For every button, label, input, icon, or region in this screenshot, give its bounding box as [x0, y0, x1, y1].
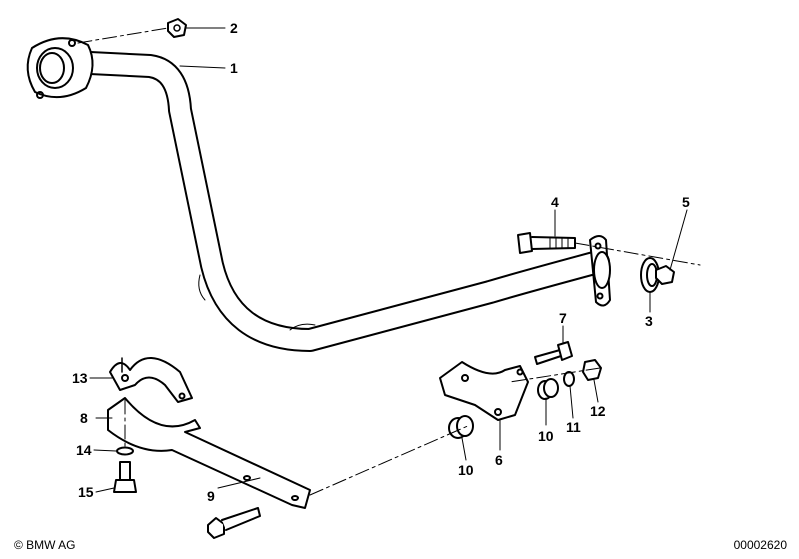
callout-4: 4 — [551, 194, 559, 210]
mounting-bracket — [439, 361, 529, 421]
callout-3: 3 — [645, 313, 653, 329]
rubber-mount — [537, 378, 559, 400]
callout-13: 13 — [72, 370, 88, 386]
washer — [563, 371, 575, 387]
callout-7: 7 — [559, 310, 567, 326]
callout-1: 1 — [230, 60, 238, 76]
callout-8: 8 — [80, 410, 88, 426]
callout-2: 2 — [230, 20, 238, 36]
diagram-number: 00002620 — [733, 538, 787, 552]
callout-leaders — [89, 27, 688, 493]
bolt — [113, 461, 137, 493]
callout-14: 14 — [76, 442, 92, 458]
rubber-mount — [448, 415, 474, 439]
bolt — [534, 341, 573, 365]
callout-9: 9 — [207, 488, 215, 504]
pipe-clamp-upper — [109, 357, 193, 403]
washer — [116, 446, 134, 456]
hex-nut — [582, 359, 602, 381]
callout-6: 6 — [495, 452, 503, 468]
callout-11: 11 — [566, 419, 581, 435]
callout-15: 15 — [78, 484, 94, 500]
copyright-text: © BMW AG — [14, 538, 76, 552]
callout-5: 5 — [682, 194, 690, 210]
bolt — [517, 232, 576, 254]
hex-nut — [167, 18, 187, 38]
assembly-axis-lines — [77, 27, 701, 496]
bolt — [207, 507, 261, 539]
callout-12: 12 — [590, 403, 606, 419]
exhaust-pipe — [58, 50, 610, 352]
pipe-flange-rear — [589, 235, 611, 307]
pipe-flange-front — [26, 37, 94, 99]
callout-10: 10 — [458, 462, 474, 478]
hex-nut — [655, 265, 675, 285]
callout-10: 10 — [538, 428, 554, 444]
callout-numbers: 1 2 3 4 5 6 7 8 9 10 10 11 12 13 14 15 — [72, 20, 690, 504]
support-bracket — [107, 397, 311, 509]
